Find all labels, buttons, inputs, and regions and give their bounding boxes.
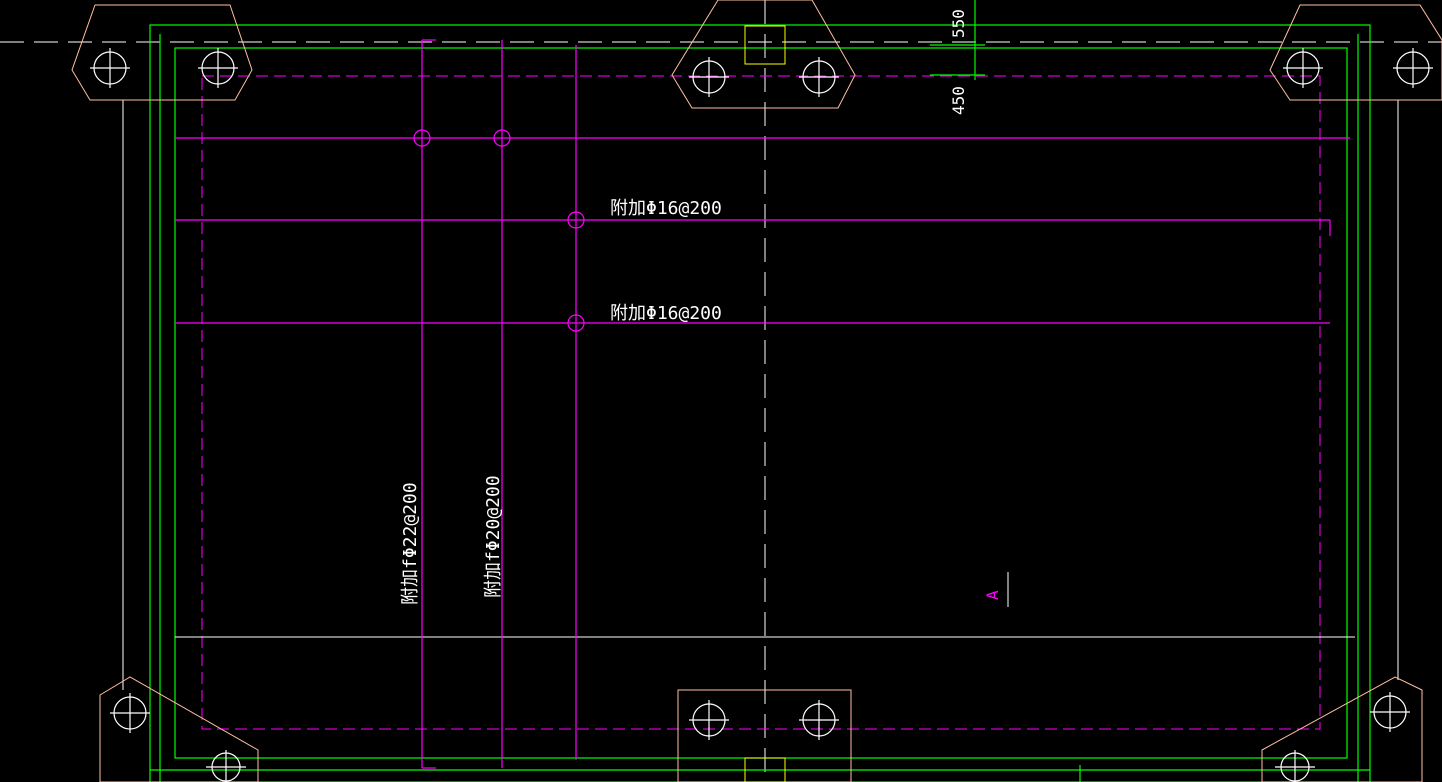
rebar-label-v1: 附加fΦ22@200: [400, 482, 421, 605]
white-outlines: [122, 100, 1399, 690]
dimension-label-top: 550: [949, 9, 968, 38]
pile-caps: [71, 0, 1442, 782]
rebar-label-h1: 附加Φ16@200: [610, 198, 722, 219]
rebar-label-h2: 附加Φ16@200: [610, 303, 722, 324]
section-mark-label: A: [983, 590, 1002, 600]
cap-blocks: [744, 25, 786, 782]
dimension-label-bottom: 450: [949, 86, 968, 115]
rebar-lines: [175, 39, 1350, 769]
piles: [90, 48, 1433, 782]
inner-dashed-boundary: [201, 75, 1321, 730]
rebar-label-v2: 附加fΦ20@200: [483, 475, 504, 598]
slab-boundary: [149, 0, 1371, 782]
